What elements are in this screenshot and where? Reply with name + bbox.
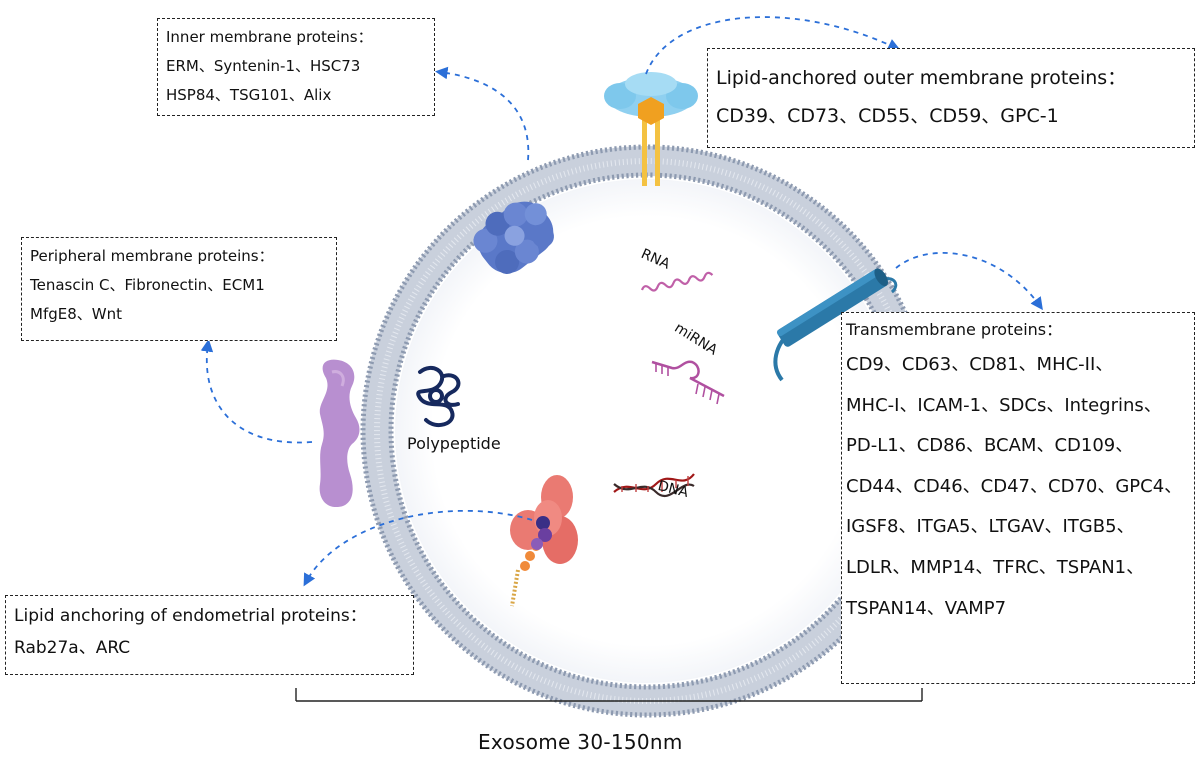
inner-membrane-box: Inner membrane proteins： ERM、Syntenin-1、… bbox=[157, 18, 435, 116]
lipid-outer-box-title: Lipid-anchored outer membrane proteins： bbox=[716, 67, 1127, 89]
endometrial-box: Lipid anchoring of endometrial proteins：… bbox=[5, 595, 414, 675]
arrow-to-peripheral bbox=[200, 339, 313, 444]
arrow-to-inner bbox=[435, 66, 530, 161]
endometrial-box-line: Rab27a、ARC bbox=[14, 638, 131, 658]
peripheral-box-line: MfgE8、Wnt bbox=[30, 305, 122, 323]
transmembrane-box-line: MHC-I、ICAM-1、SDCs、Integrins、 bbox=[846, 394, 1162, 416]
transmembrane-protein bbox=[773, 268, 898, 382]
mirna-icon bbox=[651, 360, 725, 405]
size-bracket bbox=[295, 688, 923, 702]
lipid-anchored-protein bbox=[604, 72, 698, 186]
exosome-size-caption: Exosome 30-150nm bbox=[478, 730, 683, 754]
peripheral-protein bbox=[319, 359, 360, 508]
inner-membrane-protein bbox=[473, 201, 554, 274]
transmembrane-box-line: TSPAN14、VAMP7 bbox=[846, 597, 1007, 619]
transmembrane-box-line: CD9、CD63、CD81、MHC-II、 bbox=[846, 354, 1114, 375]
lipid-outer-box-line: CD39、CD73、CD55、CD59、GPC-1 bbox=[716, 105, 1059, 127]
transmembrane-box: Transmembrane proteins： CD9、CD63、CD81、MH… bbox=[841, 312, 1195, 684]
arrow-to-transmembrane bbox=[895, 252, 1043, 311]
transmembrane-box-line: IGSF8、ITGA5、LTGAV、ITGB5、 bbox=[846, 516, 1135, 538]
endometrial-box-title: Lipid anchoring of endometrial proteins： bbox=[14, 606, 367, 626]
peripheral-box: Peripheral membrane proteins： Tenascin C… bbox=[21, 237, 337, 341]
arrow-to-endometrial bbox=[303, 510, 533, 587]
polypeptide-icon bbox=[416, 365, 461, 428]
transmembrane-box-line: PD-L1、CD86、BCAM、CD109、 bbox=[846, 435, 1134, 457]
peripheral-box-line: Tenascin C、Fibronectin、ECM1 bbox=[30, 276, 265, 294]
inner-box-line: HSP84、TSG101、Alix bbox=[166, 86, 332, 104]
lipid-outer-box: Lipid-anchored outer membrane proteins： … bbox=[707, 48, 1195, 148]
rna-icon bbox=[640, 271, 714, 292]
dna-icon bbox=[613, 473, 695, 498]
inner-box-line: ERM、Syntenin-1、HSC73 bbox=[166, 57, 361, 75]
inner-box-title: Inner membrane proteins： bbox=[166, 28, 373, 46]
transmembrane-box-line: LDLR、MMP14、TFRC、TSPAN1、 bbox=[846, 556, 1145, 578]
transmembrane-box-line: CD44、CD46、CD47、CD70、GPC4、 bbox=[846, 475, 1183, 497]
polypeptide-label: Polypeptide bbox=[407, 434, 501, 453]
peripheral-box-title: Peripheral membrane proteins： bbox=[30, 247, 274, 265]
arrow-to-lipid-outer bbox=[645, 16, 901, 75]
endometrial-protein bbox=[510, 475, 578, 607]
arrows bbox=[200, 16, 1043, 587]
transmembrane-box-title: Transmembrane proteins： bbox=[846, 320, 1063, 339]
